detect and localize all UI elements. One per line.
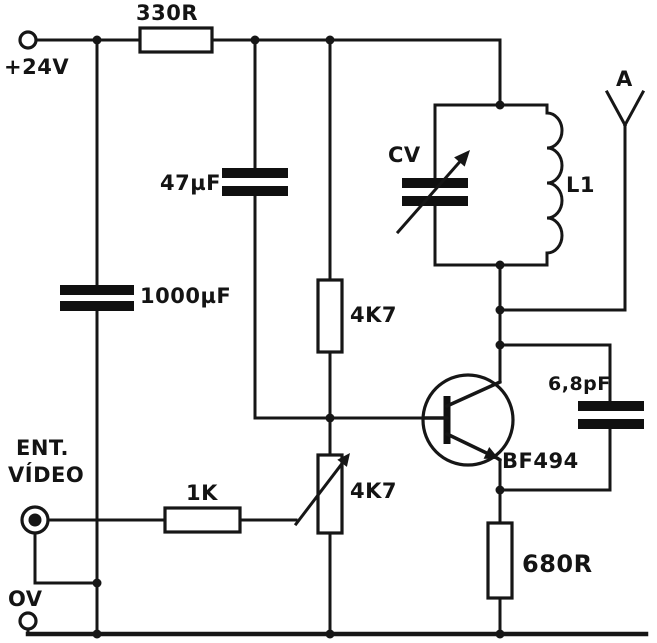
capacitor-1000uf-label: 1000µF [140, 284, 231, 308]
potentiometer-4k7: 4K7 [293, 453, 397, 535]
wiper-arrow-icon [337, 453, 350, 467]
junction-dot [92, 35, 102, 45]
video-input-label-line2: VÍDEO [8, 462, 84, 487]
junction-dot [325, 413, 335, 423]
junction-dot [495, 485, 505, 495]
resistor-1k: 1K [163, 481, 242, 534]
transistor-bf494: BF494 [421, 373, 579, 473]
resistor-body [486, 521, 514, 600]
terminal-center-pin-icon [28, 513, 42, 527]
potentiometer-4k7-label: 4K7 [350, 479, 397, 503]
antenna-label: A [616, 67, 633, 91]
junction-dot [495, 100, 505, 110]
junction-dot [92, 578, 102, 588]
resistor-4k7-upper-label: 4K7 [350, 303, 397, 327]
emitter-arrow-icon [483, 447, 499, 459]
antenna-icon [604, 89, 646, 128]
junction-dot [325, 629, 335, 639]
resistor-330r: 330R [136, 1, 214, 54]
resistor-body [163, 506, 242, 534]
junction-dot [495, 305, 505, 315]
resistor-body [316, 278, 344, 354]
ground-terminal: OV [8, 587, 43, 631]
capacitor-1000uf: 1000µF [60, 284, 231, 311]
video-input-terminal: ENT. VÍDEO [8, 436, 84, 535]
supply-label: +24V [4, 55, 69, 79]
inductor-l1: L1 [545, 111, 595, 255]
ground-label: OV [8, 587, 43, 611]
antenna: A [604, 67, 646, 128]
capacitor-47uf: 47µF [160, 168, 288, 196]
resistor-680r-label: 680R [522, 550, 593, 578]
variable-capacitor-cv: CV [388, 143, 470, 235]
capacitor-6p8pf: 6,8pF [548, 373, 644, 429]
junction-dot [495, 340, 505, 350]
cv-label: CV [388, 143, 421, 167]
resistor-4k7-upper: 4K7 [316, 278, 397, 354]
junction-dot [495, 260, 505, 270]
junction-dots [92, 35, 505, 639]
coil-turns [545, 111, 564, 255]
resistor-1k-label: 1K [186, 481, 218, 505]
terminal-circle-icon [18, 30, 38, 50]
wire-network [25, 35, 649, 639]
junction-dot [325, 35, 335, 45]
wiper-arrow-shaft [293, 458, 347, 527]
resistor-330r-label: 330R [136, 1, 198, 25]
supply-terminal: +24V [4, 30, 69, 79]
transistor-collector-lead [445, 380, 502, 408]
transistor-label: BF494 [502, 449, 579, 473]
video-input-label-line1: ENT. [16, 436, 69, 460]
variable-arrow-shaft [395, 154, 467, 235]
resistor-680r: 680R [486, 521, 593, 600]
capacitor-6p8pf-label: 6,8pF [548, 373, 611, 395]
resistor-body [138, 26, 214, 54]
terminal-circle-icon [18, 611, 38, 631]
junction-dot [92, 629, 102, 639]
transistor-circle [421, 373, 515, 467]
capacitor-47uf-label: 47µF [160, 171, 221, 195]
junction-dot [250, 35, 260, 45]
l1-label: L1 [566, 173, 595, 197]
junction-dot [495, 629, 505, 639]
variable-arrow-icon [454, 150, 470, 167]
